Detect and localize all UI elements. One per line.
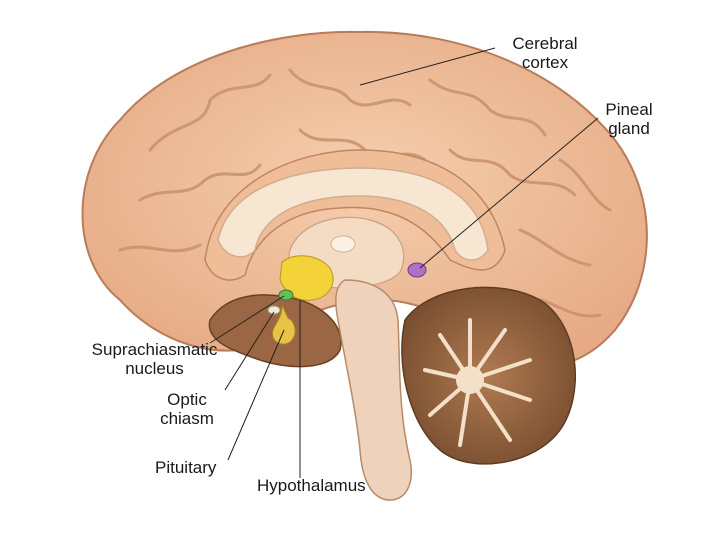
label-optic-chiasm: Optic chiasm <box>160 390 214 428</box>
leader-cerebral-cortex <box>359 47 496 86</box>
interthalamic-adhesion <box>330 235 356 253</box>
leader-lines <box>209 47 599 478</box>
label-pituitary: Pituitary <box>155 458 217 477</box>
label-cerebral-cortex: Cerebral cortex <box>512 34 578 72</box>
label-pineal-gland: Pineal gland <box>605 100 653 138</box>
leader-scn <box>209 295 285 344</box>
leader-pineal-gland <box>419 117 599 269</box>
label-suprachiasmatic-nucleus: Suprachiasmatic nucleus <box>91 340 218 378</box>
corpus-callosum <box>217 167 489 261</box>
brainstem <box>335 279 412 501</box>
leader-optic-chiasm <box>224 311 275 391</box>
label-hypothalamus: Hypothalamus <box>257 476 366 495</box>
optic-chiasm-region <box>267 305 281 315</box>
suprachiasmatic-nucleus-region <box>278 289 294 301</box>
leader-pituitary <box>227 329 285 461</box>
